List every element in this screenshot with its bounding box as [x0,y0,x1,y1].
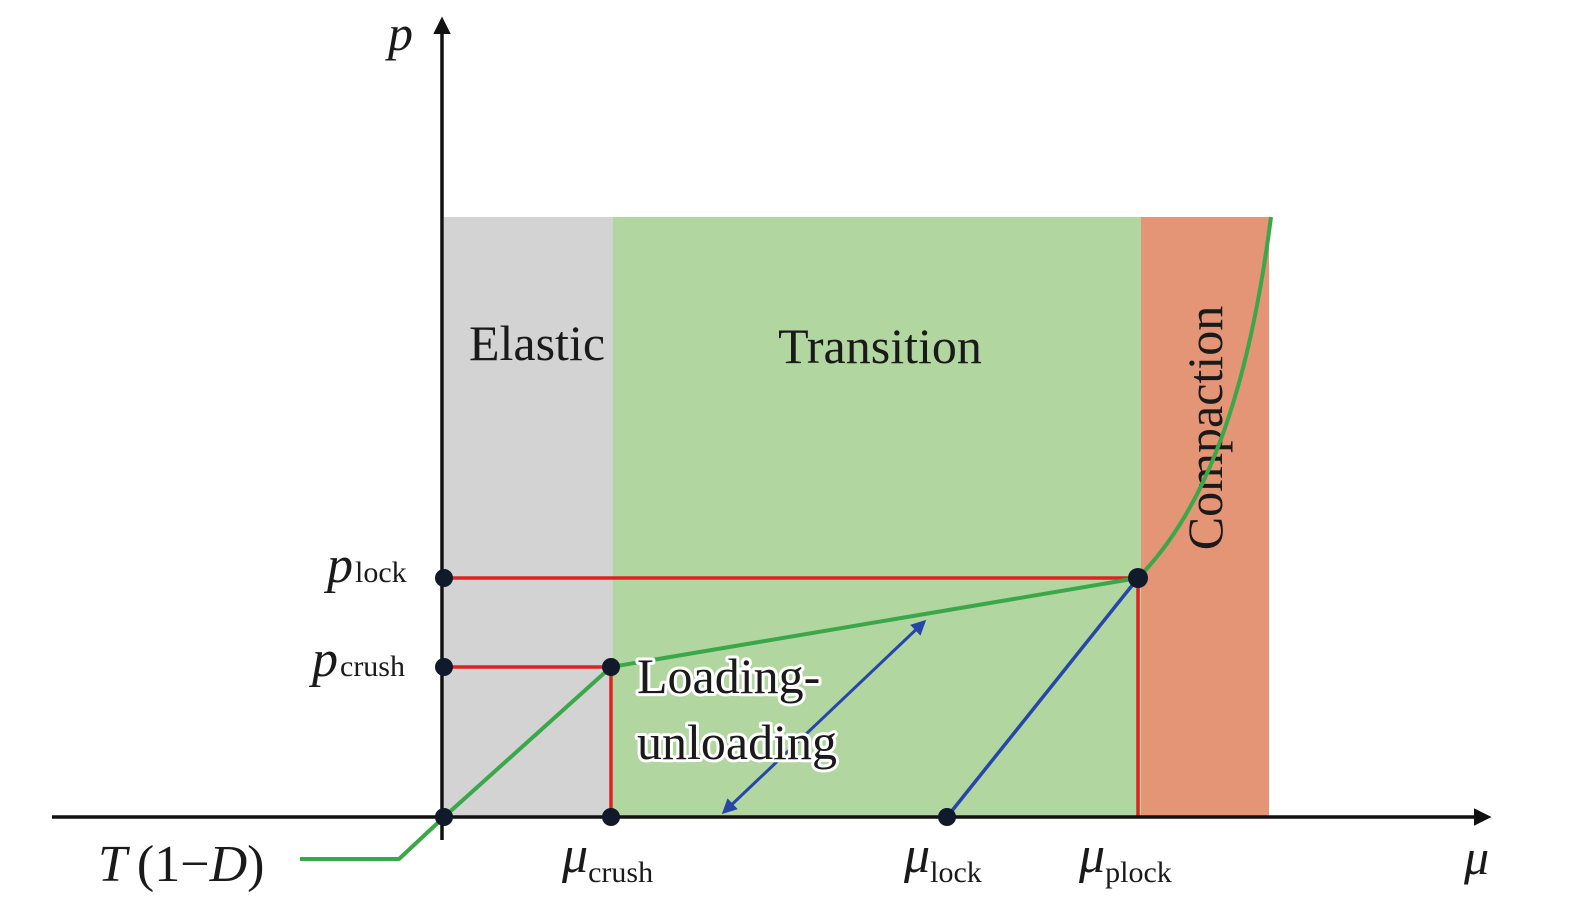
point-lock [1128,568,1148,588]
elastic-region [444,217,613,817]
loading-unloading-label-line2: unloading [637,714,837,770]
loading-unloading-arrow [721,619,927,815]
x-axis-label: μ [1463,829,1489,885]
mu-crush-label: μcrush [561,827,653,889]
p-crush-label: pcrush [308,631,405,688]
point-crush [602,658,620,676]
tension-label: T(1−D) [98,836,264,893]
p-lock-label: plock [323,537,407,594]
y-axis-label: p [385,5,413,61]
elastic-label: Elastic [469,315,605,371]
loading-unloading-label-line1: Loading- [637,648,820,704]
point-p-crush [435,658,453,676]
mu-lock-label: μlock [903,827,982,889]
transition-label: Transition [778,318,982,374]
point-mu-lock [938,808,956,826]
unloading-line [945,576,1140,819]
point-p-lock [435,569,453,587]
point-origin [435,808,453,826]
point-mu-crush [602,808,620,826]
mu-plock-label: μplock [1078,827,1172,889]
compaction-region [1141,217,1269,817]
